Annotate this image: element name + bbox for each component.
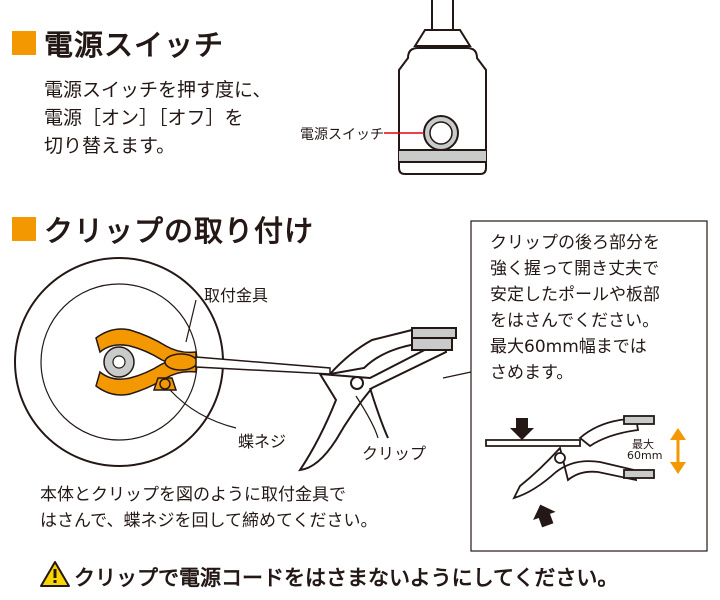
callout-box bbox=[442, 220, 708, 552]
wing-screw-leader-line bbox=[169, 389, 237, 429]
wing-screw-label: 蝶ネジ bbox=[238, 432, 287, 451]
small-clip-icon bbox=[485, 415, 655, 500]
width-arrow-icon bbox=[670, 428, 686, 474]
clip-heading: クリップの取り付け bbox=[44, 214, 315, 248]
clip-section-marker bbox=[12, 217, 36, 241]
max-label-line2: 60mm bbox=[627, 449, 663, 462]
large-clip-icon bbox=[297, 327, 457, 472]
max-label-line1: 最大 bbox=[632, 438, 654, 451]
power-switch-button-icon[interactable] bbox=[423, 115, 459, 151]
wing-screw-icon bbox=[152, 377, 178, 391]
clip-instruction: 本体とクリップを図のように取付金具で はさんで、蝶ネジを回して締めてください。 bbox=[40, 485, 378, 531]
power-section-marker bbox=[12, 31, 36, 55]
bracket-label: 取付金具 bbox=[204, 286, 269, 305]
clip-label: クリップ bbox=[362, 444, 427, 463]
warning-icon bbox=[40, 561, 70, 587]
power-heading: 電源スイッチ bbox=[44, 28, 225, 62]
press-arrow-down-icon bbox=[510, 418, 534, 440]
light-device-body-icon bbox=[398, 0, 487, 175]
press-arrow-up-icon bbox=[533, 504, 556, 528]
power-switch-label: 電源スイッチ bbox=[300, 127, 384, 143]
warning-text: クリップで電源コードをはさまないようにしてください。 bbox=[74, 566, 619, 590]
clip-leader-line bbox=[355, 395, 379, 439]
callout-text: クリップの後ろ部分を 強く握って開き丈夫で 安定したポールや板部 をはさんでくだ… bbox=[490, 233, 660, 383]
power-description: 電源スイッチを押す度に、 電源［オン］［オフ］を 切り替えます。 bbox=[44, 79, 272, 157]
bracket-leader-line bbox=[185, 299, 197, 343]
